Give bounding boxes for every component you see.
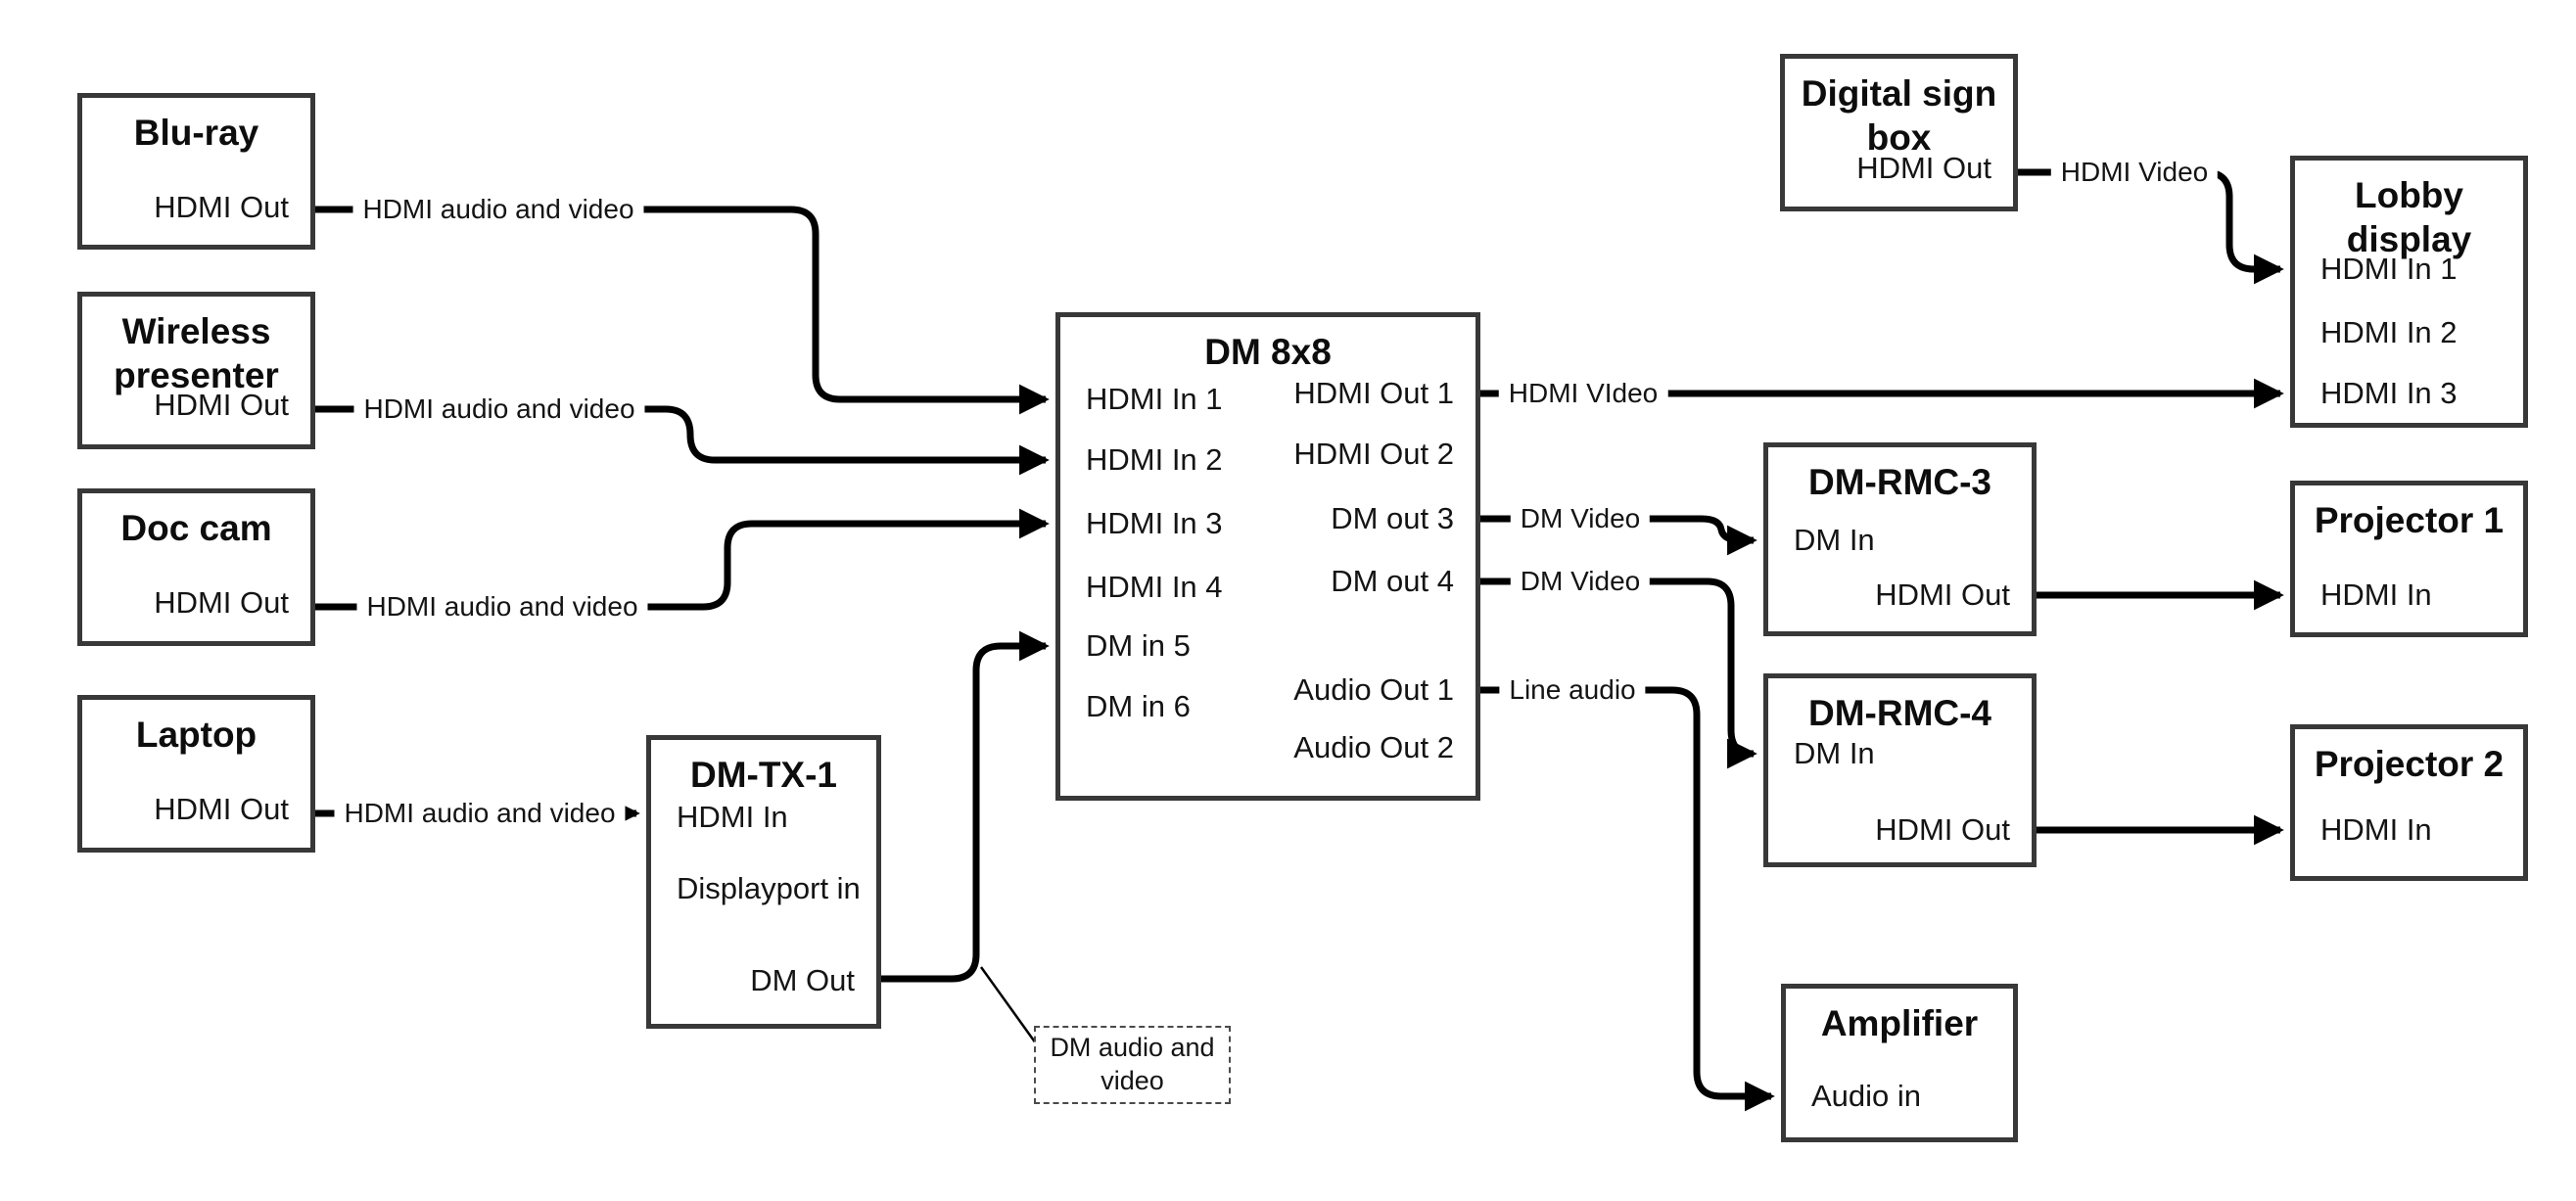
port-blu-ray-hdmi-out: HDMI Out bbox=[154, 190, 289, 224]
port-dm-8x8-dm-in-6: DM in 6 bbox=[1086, 689, 1191, 723]
port-dm-8x8-hdmi-in-2: HDMI In 2 bbox=[1086, 442, 1223, 477]
port-dm-8x8-hdmi-in-1: HDMI In 1 bbox=[1086, 382, 1223, 416]
port-dm-8x8-audio-out-1: Audio Out 1 bbox=[1293, 672, 1454, 707]
port-dm-rmc-4-hdmi-out: HDMI Out bbox=[1875, 812, 2010, 847]
port-dm-tx-1-hdmi-in: HDMI In bbox=[677, 800, 788, 834]
port-dm-8x8-dm-out-3: DM out 3 bbox=[1331, 501, 1454, 535]
connector-dm8x8-out3-to-rmc3 bbox=[1480, 515, 1757, 556]
port-dm-8x8-hdmi-in-4: HDMI In 4 bbox=[1086, 570, 1223, 604]
node-title-dm-tx-1: DM-TX-1 bbox=[689, 755, 838, 795]
connector-wireless-to-dm8x8-in2 bbox=[315, 405, 1050, 476]
port-lobby-display-hdmi-in-3: HDMI In 3 bbox=[2320, 376, 2458, 410]
port-doc-cam-hdmi-out: HDMI Out bbox=[154, 585, 289, 620]
edge-label-digisign-to-lobby-in1: HDMI Video bbox=[2050, 157, 2219, 188]
node-title-laptop: Laptop bbox=[135, 715, 258, 755]
edge-label-doccam-to-dm8x8-in3: HDMI audio and video bbox=[356, 591, 648, 623]
port-dm-8x8-audio-out-2: Audio Out 2 bbox=[1293, 730, 1454, 764]
port-dm-8x8-hdmi-in-3: HDMI In 3 bbox=[1086, 506, 1223, 540]
connector-dmtx1-to-dm8x8-in5 bbox=[881, 630, 1050, 983]
connector-dm8x8-out4-to-rmc4 bbox=[1480, 577, 1757, 769]
port-lobby-display-hdmi-in-2: HDMI In 2 bbox=[2320, 315, 2458, 349]
port-wireless-presenter-hdmi-out: HDMI Out bbox=[154, 388, 289, 422]
port-dm-rmc-3-dm-in: DM In bbox=[1794, 523, 1875, 557]
port-amplifier-audio-in: Audio in bbox=[1811, 1079, 1922, 1113]
node-title-dm-rmc-4: DM-RMC-4 bbox=[1807, 693, 1992, 733]
node-title-blu-ray: Blu-ray bbox=[133, 113, 259, 153]
edge-label-bluray-to-dm8x8-in1: HDMI audio and video bbox=[352, 194, 644, 225]
port-digital-sign-box-hdmi-out: HDMI Out bbox=[1856, 151, 1991, 185]
node-title-dm-rmc-3: DM-RMC-3 bbox=[1807, 462, 1992, 502]
port-projector-1-hdmi-in: HDMI In bbox=[2320, 577, 2432, 612]
edge-label-wireless-to-dm8x8-in2: HDMI audio and video bbox=[353, 393, 645, 425]
edge-label-dm8x8-out3-to-rmc3: DM Video bbox=[1510, 503, 1651, 534]
port-projector-2-hdmi-in: HDMI In bbox=[2320, 812, 2432, 847]
port-dm-8x8-hdmi-out-1: HDMI Out 1 bbox=[1293, 376, 1454, 410]
connector-bluray-to-dm8x8-in1 bbox=[315, 206, 1050, 415]
callout-dm-audio-and-video: DM audio and video bbox=[1034, 1026, 1231, 1104]
node-title-amplifier: Amplifier bbox=[1820, 1003, 1979, 1043]
node-title-dm-8x8: DM 8x8 bbox=[1204, 332, 1332, 372]
port-dm-8x8-dm-in-5: DM in 5 bbox=[1086, 628, 1191, 663]
edge-label-dm8x8-audio1-to-amp: Line audio bbox=[1499, 674, 1646, 706]
callout-leader-line bbox=[979, 966, 1038, 1044]
node-title-projector-2: Projector 2 bbox=[2314, 744, 2505, 784]
port-dm-rmc-3-hdmi-out: HDMI Out bbox=[1875, 577, 2010, 612]
port-laptop-hdmi-out: HDMI Out bbox=[154, 792, 289, 826]
node-projector-1: Projector 1 HDMI In bbox=[2290, 481, 2528, 637]
port-dm-tx-1-displayport-in: Displayport in bbox=[677, 871, 861, 905]
node-title-lobby-display: Lobby display bbox=[2346, 175, 2472, 260]
port-dm-8x8-hdmi-out-2: HDMI Out 2 bbox=[1293, 437, 1454, 471]
port-lobby-display-hdmi-in-1: HDMI In 1 bbox=[2320, 252, 2458, 286]
node-title-doc-cam: Doc cam bbox=[120, 508, 272, 548]
node-title-projector-1: Projector 1 bbox=[2314, 500, 2505, 540]
edge-label-dm8x8-out4-to-rmc4: DM Video bbox=[1510, 566, 1651, 597]
connector-dm8x8-audio1-to-amp bbox=[1480, 686, 1775, 1112]
edge-label-laptop-to-dmtx1: HDMI audio and video bbox=[334, 798, 626, 829]
node-projector-2: Projector 2 HDMI In bbox=[2290, 724, 2528, 881]
port-dm-tx-1-dm-out: DM Out bbox=[750, 963, 855, 997]
port-dm-rmc-4-dm-in: DM In bbox=[1794, 736, 1875, 770]
node-title-digital-sign-box: Digital sign box bbox=[1801, 73, 1997, 159]
connector-doccam-to-dm8x8-in3 bbox=[315, 508, 1050, 611]
port-dm-8x8-dm-out-4: DM out 4 bbox=[1331, 564, 1454, 598]
edge-label-dm8x8-out1-to-lobby-in3: HDMI VIdeo bbox=[1498, 378, 1668, 409]
node-title-wireless-presenter: Wireless presenter bbox=[114, 311, 279, 396]
